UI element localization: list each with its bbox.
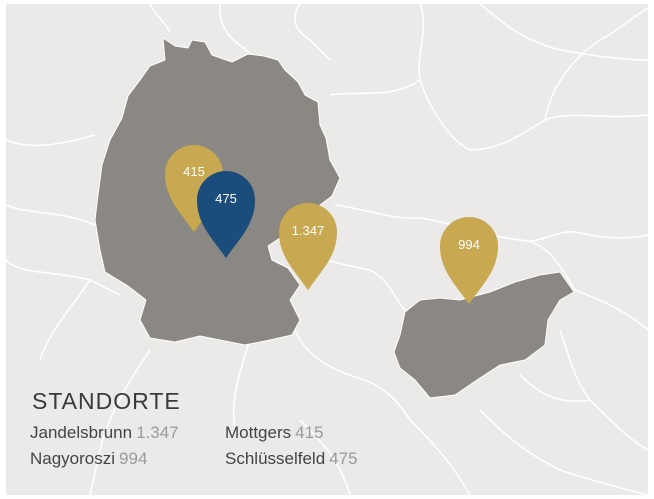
location-name: Schlüsselfeld <box>225 449 326 468</box>
legend-title: STANDORTE <box>32 388 181 414</box>
location-name: Nagyoroszi <box>30 449 116 468</box>
map-pin-icon <box>440 216 498 304</box>
location-name: Jandelsbrunn <box>30 423 133 442</box>
pin-label: 1.347 <box>292 223 325 238</box>
location-count: 415 <box>295 423 324 442</box>
pin-nagyoroszi[interactable]: 994 <box>440 216 498 304</box>
map-pin-icon <box>197 171 255 258</box>
map-pin-icon <box>279 203 337 290</box>
pin-label: 475 <box>215 191 237 206</box>
location-name: Mottgers <box>225 423 292 442</box>
location-count: 1.347 <box>136 423 179 442</box>
pin-schluesselfeld[interactable]: 475 <box>197 171 255 258</box>
pin-jandelsbrunn[interactable]: 1.347 <box>279 203 337 290</box>
location-count: 994 <box>119 449 148 468</box>
country-borders <box>5 3 649 496</box>
pin-label: 415 <box>183 164 205 179</box>
pin-label: 994 <box>458 237 480 252</box>
location-count: 475 <box>329 449 358 468</box>
country-hungary <box>393 271 575 399</box>
